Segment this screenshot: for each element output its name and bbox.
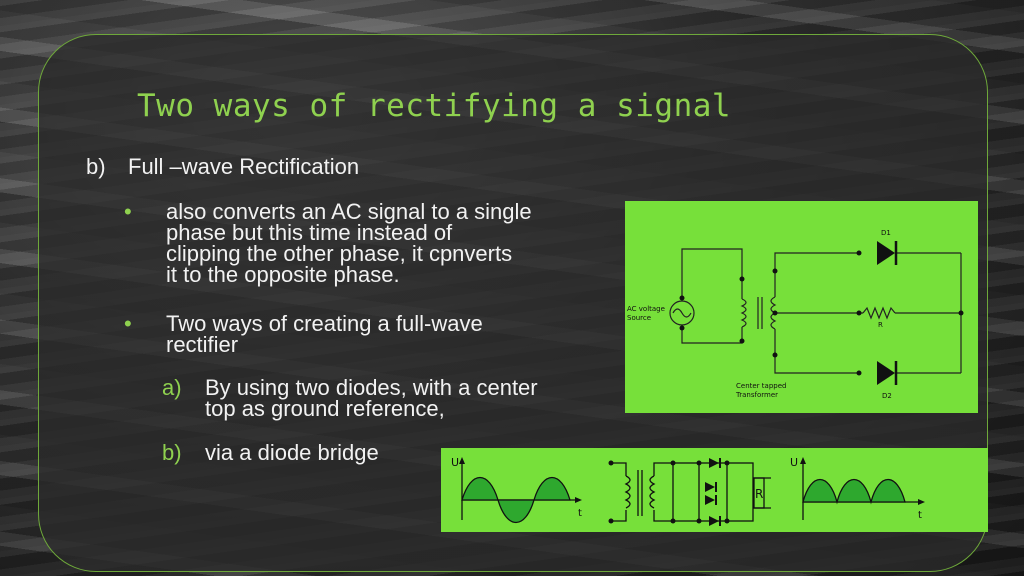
label-r-bridge: R	[755, 487, 763, 501]
bullet-line: rectifier	[166, 332, 239, 357]
label-source-2: Source	[627, 314, 651, 322]
label-t-out: t	[918, 510, 922, 521]
bullet-line: clipping the other phase, it cpnverts	[166, 241, 513, 266]
section-heading: Full –wave Rectification	[128, 154, 360, 179]
bullet-marker: •	[124, 311, 132, 336]
bullet-line: Two ways of creating a full-wave	[166, 311, 483, 336]
label-t-in: t	[578, 508, 582, 519]
sub-marker: b)	[162, 440, 182, 465]
sub-line: By using two diodes, with a center	[205, 375, 538, 400]
label-u-out: U	[790, 456, 798, 469]
bullet-line: it to the opposite phase.	[166, 262, 400, 287]
sub-line: top as ground reference,	[205, 396, 445, 421]
slide-title: Two ways of rectifying a signal	[137, 88, 732, 124]
bridge-diagram: U t R	[441, 448, 988, 532]
bullet-text: Two ways of creating a full-wave rectifi…	[166, 311, 483, 357]
sub-marker: a)	[162, 375, 182, 400]
label-r: R	[878, 321, 883, 329]
label-transformer-1: Center tapped	[736, 382, 786, 390]
section-marker: b)	[86, 154, 106, 179]
bullet-marker: •	[124, 199, 132, 224]
sub-text: via a diode bridge	[205, 440, 379, 465]
center-tap-diagram: D1 D2 R AC voltage Source Center tapped …	[625, 201, 978, 413]
label-u-in: U	[451, 456, 459, 469]
bullet-line: also converts an AC signal to a single	[166, 199, 532, 224]
bridge-schematic: U t R	[451, 456, 925, 526]
bullet-line: phase but this time instead of	[166, 220, 453, 245]
label-source-1: AC voltage	[627, 305, 665, 313]
label-transformer-2: Transformer	[735, 391, 778, 399]
sub-text: By using two diodes, with a center top a…	[205, 375, 538, 421]
label-d2: D2	[882, 392, 892, 400]
label-d1: D1	[881, 229, 891, 237]
bullet-text: also converts an AC signal to a single p…	[166, 199, 532, 287]
center-tap-schematic: D1 D2 R AC voltage Source Center tapped …	[627, 229, 964, 400]
